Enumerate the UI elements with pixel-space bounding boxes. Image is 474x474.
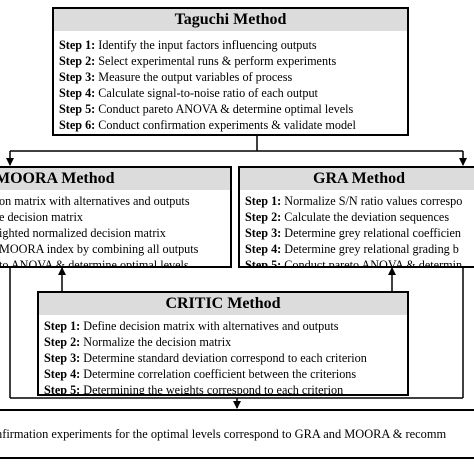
taguchi-step-4: Step 4: Calculate signal-to-noise ratio … [59,86,318,100]
moora-box: MOORA Method on matrix with alternatives… [0,166,232,268]
critic-box: CRITIC Method Step 1: Define decision ma… [37,291,409,396]
gra-step-4: Step 4: Determine grey relational gradin… [245,242,459,256]
taguchi-step-3: Step 3: Measure the output variables of … [59,70,293,84]
moora-step-4: MOORA index by combining all outputs [0,242,199,256]
gra-step-5: Step 5: Conduct pareto ANOVA & determin [245,258,463,268]
gra-title: GRA Method [240,168,474,190]
critic-step-3: Step 3: Determine standard deviation cor… [44,351,367,365]
gra-step-2: Step 2: Calculate the deviation sequence… [245,210,450,224]
taguchi-step-2: Step 2: Select experimental runs & perfo… [59,54,337,68]
taguchi-step-6: Step 6: Conduct confirmation experiments… [59,118,356,132]
taguchi-box: Taguchi Method Step 1: Identify the inpu… [52,7,409,136]
confirmation-text: nfirmation experiments for the optimal l… [0,427,447,441]
gra-step-1: Step 1: Normalize S/N ratio values corre… [245,194,463,208]
taguchi-step-5: Step 5: Conduct pareto ANOVA & determine… [59,102,354,116]
taguchi-step-1: Step 1: Identify the input factors influ… [59,38,317,52]
moora-step-5: to ANOVA & determine optimal levels [0,258,189,268]
confirmation-box: nfirmation experiments for the optimal l… [0,409,474,459]
critic-title: CRITIC Method [39,293,407,315]
moora-step-2: e decision matrix [0,210,83,224]
moora-title: MOORA Method [0,168,230,190]
moora-step-3: ighted normalized decision matrix [0,226,166,240]
moora-step-1: on matrix with alternatives and outputs [0,194,190,208]
critic-step-5: Step 5: Determining the weights correspo… [44,383,344,396]
taguchi-title: Taguchi Method [54,9,407,31]
gra-box: GRA Method Step 1: Normalize S/N ratio v… [238,166,474,268]
critic-step-1: Step 1: Define decision matrix with alte… [44,319,339,333]
critic-step-2: Step 2: Normalize the decision matrix [44,335,232,349]
critic-step-4: Step 4: Determine correlation coefficien… [44,367,357,381]
gra-step-3: Step 3: Determine grey relational coeffi… [245,226,462,240]
